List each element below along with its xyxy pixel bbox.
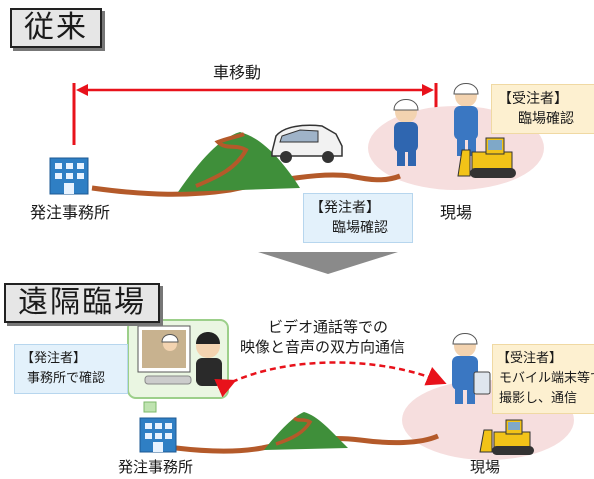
two-way-comm-arrow bbox=[214, 361, 447, 398]
worker-icon bbox=[453, 83, 479, 156]
section-title-conventional: 従来 bbox=[10, 8, 102, 48]
contractor-action: 臨場確認 bbox=[518, 111, 574, 127]
contractor-action-1: モバイル端末等で bbox=[499, 371, 594, 386]
client-action: 臨場確認 bbox=[332, 220, 388, 236]
mountain-icon bbox=[178, 132, 300, 192]
mountain-icon bbox=[264, 412, 348, 450]
down-arrow-icon bbox=[258, 252, 398, 274]
bulldozer-icon bbox=[457, 137, 516, 178]
computer-monitor-icon bbox=[127, 319, 229, 399]
car-icon bbox=[271, 124, 343, 163]
contractor-box-top: 【受注者】 臨場確認 bbox=[491, 84, 594, 134]
tablet-icon bbox=[473, 371, 491, 395]
client-action: 事務所で確認 bbox=[27, 371, 106, 386]
site-label-bottom: 現場 bbox=[470, 458, 501, 476]
worker-icon bbox=[393, 99, 419, 166]
site-label-top: 現場 bbox=[440, 203, 473, 222]
comm-label-line1: ビデオ通話等での bbox=[268, 318, 389, 336]
client-role: 【発注者】 bbox=[21, 351, 87, 366]
contractor-box-bottom: 【受注者】 モバイル端末等で 撮影し、通信 bbox=[492, 344, 594, 414]
bulldozer-icon bbox=[479, 419, 534, 455]
client-box-bottom: 【発注者】 事務所で確認 bbox=[14, 344, 128, 394]
office-label-top: 発注事務所 bbox=[30, 203, 111, 222]
client-role: 【発注者】 bbox=[310, 200, 380, 216]
section-title-remote: 遠隔臨場 bbox=[4, 283, 160, 323]
comm-label-line2: 映像と音声の双方向通信 bbox=[240, 338, 406, 356]
car-move-label: 車移動 bbox=[213, 63, 262, 82]
building-icon bbox=[49, 157, 89, 195]
contractor-role: 【受注者】 bbox=[498, 91, 568, 107]
worker-icon bbox=[452, 333, 478, 404]
connector-node bbox=[143, 401, 157, 413]
building-icon bbox=[139, 417, 177, 453]
contractor-role: 【受注者】 bbox=[497, 351, 563, 366]
client-box-top: 【発注者】 臨場確認 bbox=[303, 193, 413, 243]
contractor-action-2: 撮影し、通信 bbox=[499, 391, 578, 406]
office-label-bottom: 発注事務所 bbox=[118, 458, 194, 476]
